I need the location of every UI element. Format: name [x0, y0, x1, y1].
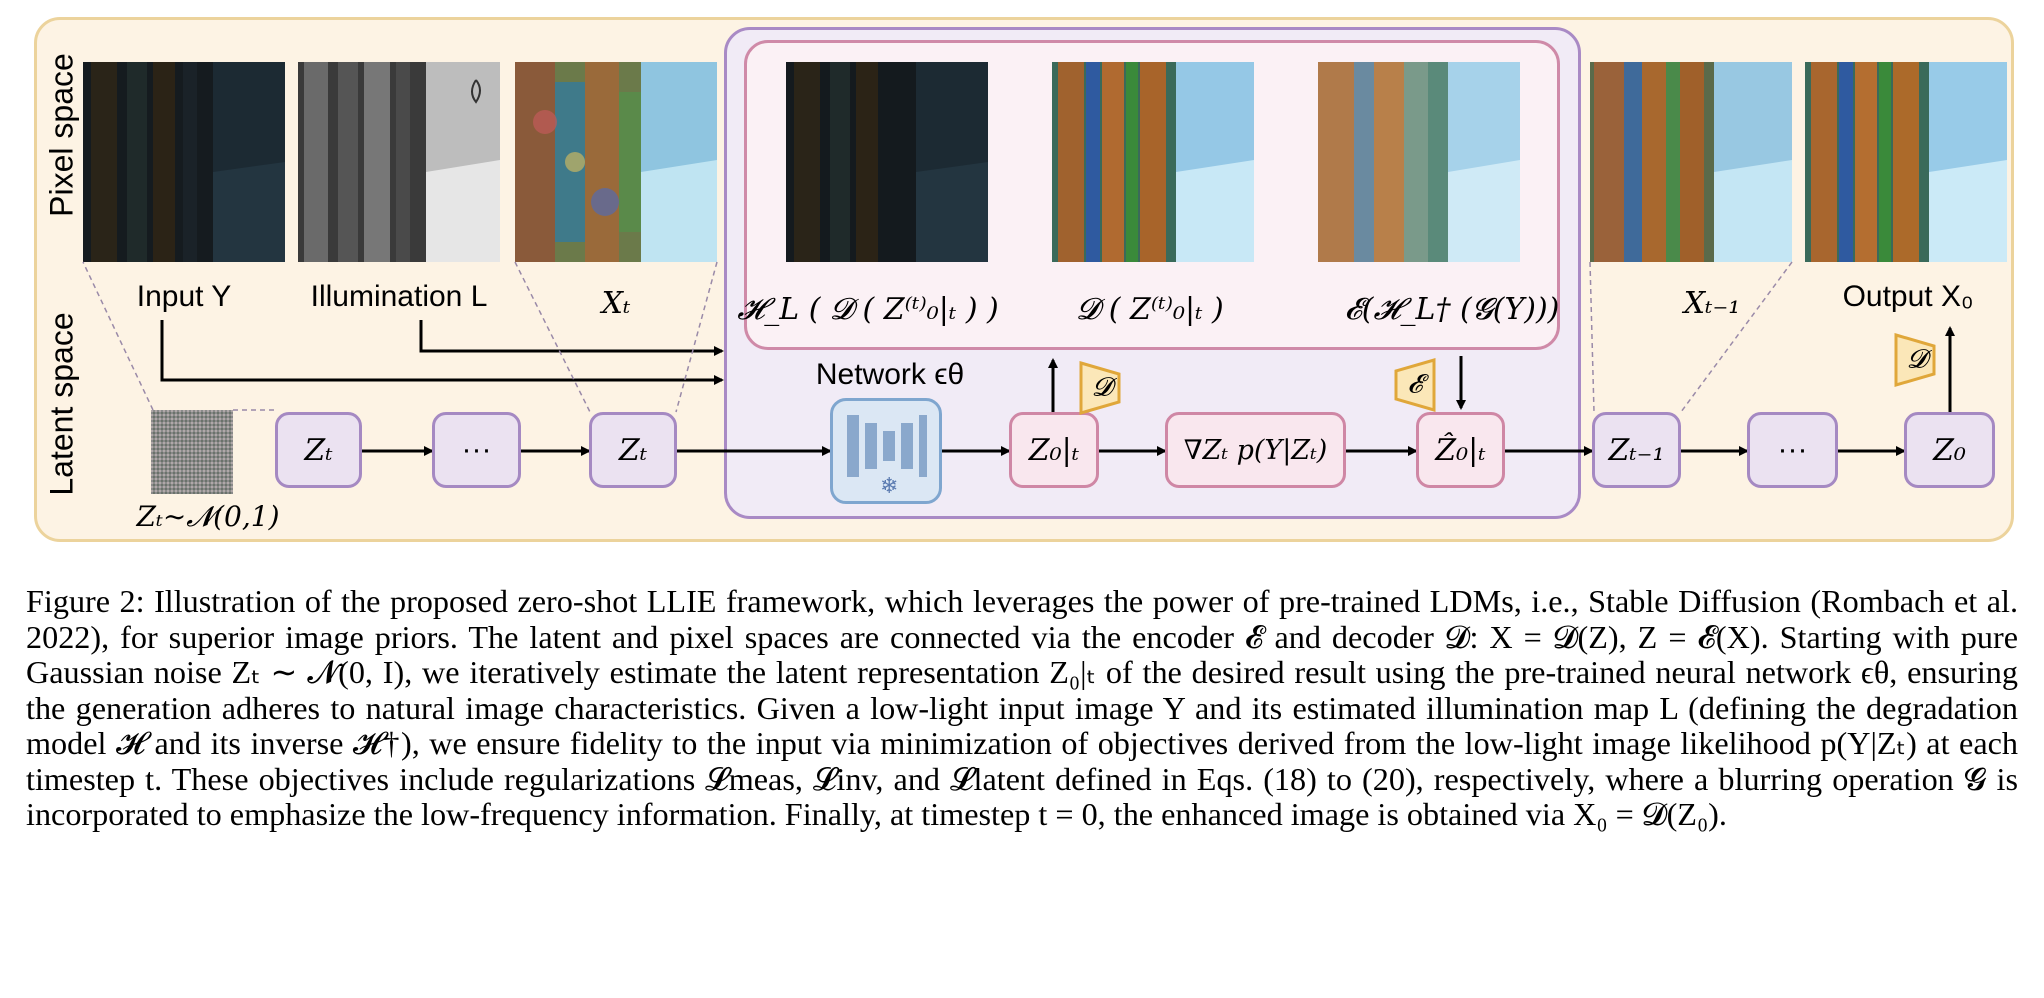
node-zt: Zₜ — [589, 412, 677, 488]
node-dots-left: ··· — [432, 412, 521, 488]
output-decoder-icon: 𝓓 — [1893, 332, 1937, 388]
figure-caption: Figure 2: Illustration of the proposed z… — [26, 583, 2018, 832]
connector-lines — [82, 261, 1955, 456]
illumination-label: Illumination L — [310, 280, 488, 313]
encoder-icon: 𝓔 — [1393, 357, 1437, 413]
input-image — [83, 62, 285, 262]
node-z0t: Z₀|ₜ — [1009, 412, 1099, 488]
noise-patch — [151, 410, 233, 494]
h-decode-label: 𝓗_L ( 𝓓 ( Z⁽ᵗ⁾₀|ₜ ) ) — [737, 292, 999, 327]
node-zT: Zₜ — [275, 412, 362, 488]
illumination-image — [298, 62, 500, 262]
output-image — [1805, 62, 2007, 262]
node-zt-minus-1: Zₜ₋₁ — [1592, 412, 1681, 488]
framework-figure: Pixel space Latent space — [34, 17, 2014, 542]
frozen-snowflake-icon: ❄ — [880, 473, 899, 498]
decoded-image — [1052, 62, 1254, 262]
xt-minus-1-image — [1590, 62, 1792, 262]
node-z0: Z₀ — [1904, 412, 1995, 488]
xt-minus-1-label: Xₜ₋₁ — [1683, 286, 1741, 321]
noise-label: Zₜ∼𝓝(0,1) — [136, 500, 280, 533]
decoder-icon: 𝓓 — [1078, 360, 1122, 416]
noisy-xt-image — [515, 62, 717, 262]
input-label: Input Y — [136, 280, 232, 313]
encoded-image — [1318, 62, 1520, 262]
node-dots-right: ··· — [1747, 412, 1838, 488]
encode-label: 𝓔(𝓗_L† (𝓖(Y))) — [1344, 292, 1560, 327]
xt-label: Xₜ — [601, 286, 631, 321]
node-grad: ∇Zₜ p(Y|Zₜ) — [1165, 412, 1346, 488]
decode-label: 𝓓 ( Z⁽ᵗ⁾₀|ₜ ) — [1076, 292, 1224, 327]
network-block: ❄ — [830, 398, 942, 504]
output-label: Output X₀ — [1842, 280, 1974, 313]
network-label: Network ϵθ — [815, 358, 965, 391]
node-z0t-hat: Ẑ₀|ₜ — [1416, 412, 1505, 488]
h-decode-image — [786, 62, 988, 262]
